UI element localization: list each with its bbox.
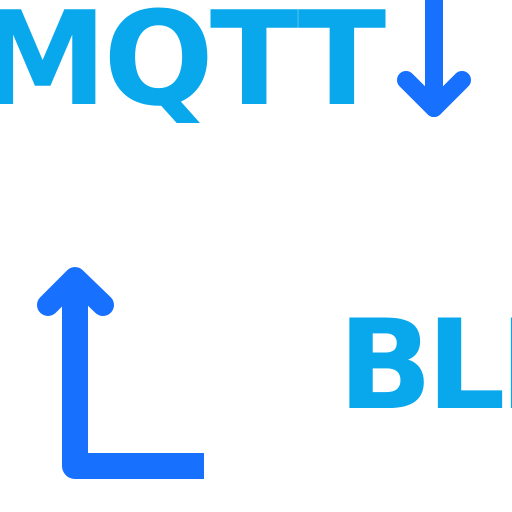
ble-label: BLE: [338, 294, 512, 438]
mqtt-label: MQTT: [0, 0, 386, 135]
